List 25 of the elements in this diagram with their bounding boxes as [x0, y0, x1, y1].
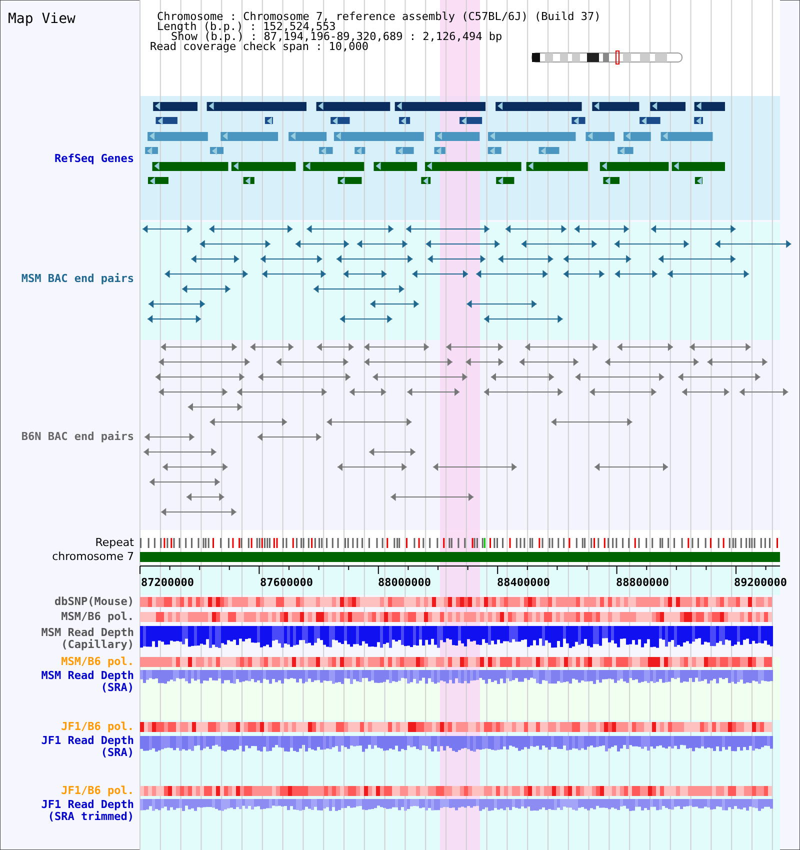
track-label: MSM Read Depth (Capillary)	[40, 627, 134, 651]
track-label: MSM BAC end pairs	[21, 273, 134, 285]
axis-tick-label: 89200000	[734, 577, 787, 589]
axis-tick-label: 88800000	[616, 577, 669, 589]
header-text: Read coverage check span : 10,000	[150, 41, 369, 52]
header-text: Length (b.p.) : 152,524,553	[157, 21, 336, 32]
track-label: RefSeq Genes	[54, 153, 134, 165]
track-label: MSM Read Depth (SRA)	[40, 670, 134, 694]
page-title: Map View	[8, 11, 76, 27]
track-label: JF1/B6 pol.	[61, 721, 134, 733]
track-label: MSM/B6 pol.	[61, 611, 134, 623]
track-label: Repeat	[95, 537, 134, 549]
track-label: chromosome 7	[52, 551, 134, 563]
axis-tick-label: 88000000	[378, 577, 431, 589]
track-label: JF1 Read Depth (SRA)	[40, 735, 134, 759]
track-label: MSM/B6 pol.	[61, 656, 134, 668]
axis-tick-label: 87200000	[141, 577, 194, 589]
track-label: JF1 Read Depth (SRA trimmed)	[40, 799, 134, 823]
header-text: Show (b.p.) : 87,194,196-89,320,689 : 2,126,494 bp	[171, 31, 502, 42]
track-label: JF1/B6 pol.	[61, 785, 134, 797]
axis-tick-label: 87600000	[260, 577, 313, 589]
header-text: Chromosome : Chromosome 7, reference assembly (C57BL/6J) (Build 37)	[157, 11, 601, 22]
track-label: dbSNP(Mouse)	[54, 596, 134, 608]
axis-tick-label: 88400000	[497, 577, 550, 589]
track-label: B6N BAC end pairs	[21, 431, 134, 443]
